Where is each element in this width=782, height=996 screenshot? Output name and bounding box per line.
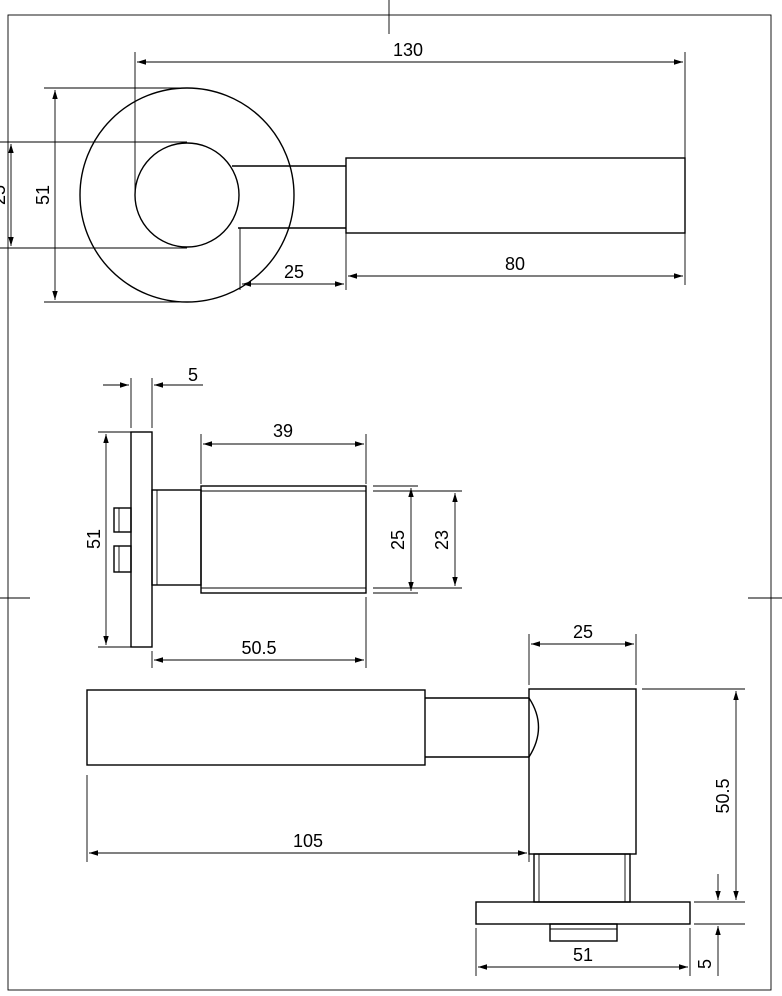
front-fixing	[549, 923, 618, 942]
rose-outer-circle	[79, 87, 295, 303]
dim-105-label: 105	[293, 831, 323, 851]
dim-5-side-label: 5	[188, 365, 198, 385]
front-view: 25 105 50.5 5 51	[86, 622, 745, 976]
neck-section	[151, 489, 202, 586]
fixing-bottom	[113, 545, 132, 573]
dim-50-5-side-label: 50.5	[241, 638, 276, 658]
dim-51-top-label: 51	[33, 185, 53, 205]
front-neck-curve	[528, 697, 540, 758]
front-rose	[475, 901, 691, 925]
dim-5-front-label: 5	[695, 959, 715, 969]
lever-grip	[345, 157, 686, 234]
dim-23-side-label: 23	[432, 530, 452, 550]
front-lever-neck	[425, 697, 529, 758]
lever-neck	[232, 165, 346, 229]
dim-51-side-label: 51	[84, 529, 104, 549]
dim-25-neck-label: 25	[284, 262, 304, 282]
front-boss	[528, 688, 637, 855]
dim-130-label: 130	[393, 40, 423, 60]
front-collar	[533, 853, 631, 903]
dim-25-front-label: 25	[573, 622, 593, 642]
fixing-top	[113, 507, 132, 533]
dim-50-5-front-label: 50.5	[713, 778, 733, 813]
front-lever-grip	[86, 689, 426, 766]
dim-51-front-label: 51	[573, 945, 593, 965]
dim-25-side-label: 25	[388, 530, 408, 550]
top-view: 130 80 25 51 25	[0, 40, 686, 303]
side-view: 5 39 51 25 23 50.5	[84, 365, 462, 668]
dim-80-label: 80	[505, 254, 525, 274]
rose-plate	[130, 431, 153, 648]
dim-39-label: 39	[273, 421, 293, 441]
grip-section	[200, 485, 367, 594]
rose-inner-circle	[134, 142, 240, 248]
dim-25-inner-label: 25	[0, 185, 9, 205]
